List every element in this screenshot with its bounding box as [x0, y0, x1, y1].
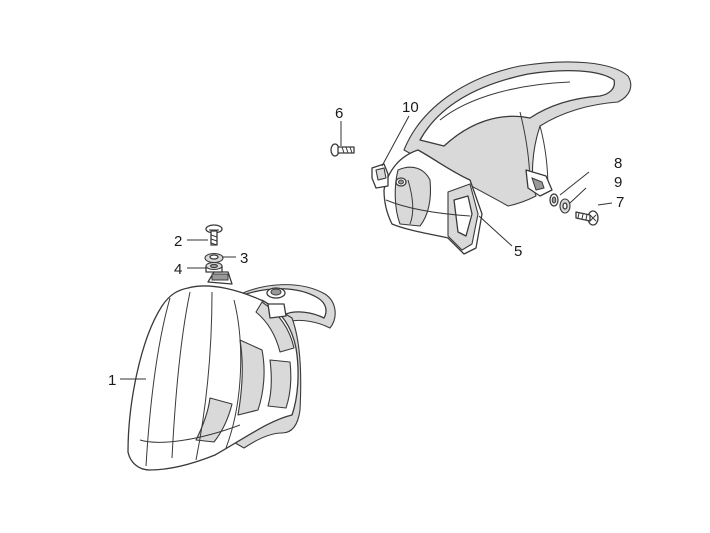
screw-2 — [205, 224, 223, 246]
nut-4 — [205, 261, 223, 273]
washer-8 — [549, 193, 559, 207]
screw-7 — [575, 210, 599, 226]
callout-3: 3 — [240, 250, 248, 267]
clip-10 — [371, 163, 389, 189]
washer-9 — [559, 198, 571, 214]
callout-6: 6 — [335, 105, 343, 122]
callout-9: 9 — [614, 174, 622, 191]
callout-5: 5 — [514, 243, 522, 260]
washer-3 — [204, 252, 224, 264]
callout-10: 10 — [402, 99, 419, 116]
callout-7: 7 — [616, 194, 624, 211]
front-mudguard — [127, 271, 336, 471]
callout-2: 2 — [174, 233, 182, 250]
callout-1: 1 — [108, 372, 116, 389]
callout-4: 4 — [174, 261, 182, 278]
callout-8: 8 — [614, 155, 622, 172]
screw-6 — [330, 143, 355, 157]
leader-lines — [120, 115, 613, 380]
rear-mudguard — [383, 61, 632, 255]
